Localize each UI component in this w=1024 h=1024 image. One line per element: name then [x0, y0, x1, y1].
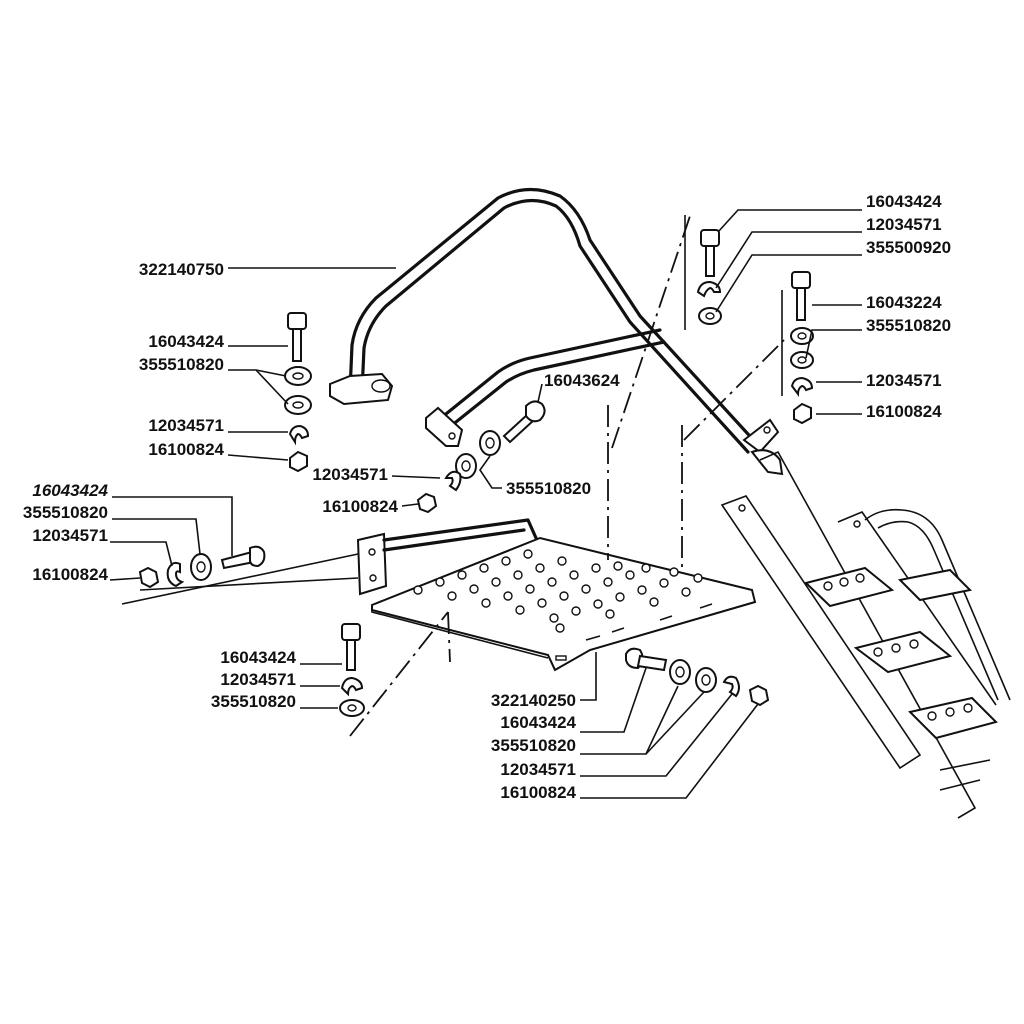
label-top-right-bolt: 16043424 — [866, 192, 942, 211]
label-left-washer: 355510820 — [139, 355, 224, 374]
label-center-bolt: 16043624 — [544, 371, 620, 390]
label-left-nut: 16100824 — [148, 440, 224, 459]
hardware — [138, 229, 814, 717]
label-handrail: 322140750 — [139, 260, 224, 279]
label-center-clip: 12034571 — [312, 465, 388, 484]
label-bottom-right-washer: 355510820 — [491, 736, 576, 755]
platform — [356, 518, 757, 672]
label-side-clip: 12034571 — [32, 526, 108, 545]
label-left-bolt: 16043424 — [148, 332, 224, 351]
label-side-nut: 16100824 — [32, 565, 108, 584]
label-center-washer: 355510820 — [506, 479, 591, 498]
label-left-clip: 12034571 — [148, 416, 224, 435]
label-bottom-right-nut: 16100824 — [500, 783, 576, 802]
label-bottom-washer: 355510820 — [211, 692, 296, 711]
part-labels: 322140750 16043424 12034571 355500920 16… — [23, 192, 951, 802]
ladder — [720, 450, 1011, 819]
label-bottom-right-clip: 12034571 — [500, 760, 576, 779]
label-bottom-right-bolt: 16043424 — [500, 713, 576, 732]
label-side-bolt: 16043424 — [32, 481, 108, 500]
label-platform: 322140250 — [491, 691, 576, 710]
label-right-washer: 355510820 — [866, 316, 951, 335]
label-bottom-clip: 12034571 — [220, 670, 296, 689]
label-top-right-washer: 355500920 — [866, 238, 951, 257]
leader-lines — [109, 209, 862, 799]
label-top-right-clip: 12034571 — [866, 215, 942, 234]
assembly-lines — [121, 215, 785, 737]
label-side-washer: 355510820 — [23, 503, 108, 522]
label-right-nut: 16100824 — [866, 402, 942, 421]
label-center-nut: 16100824 — [322, 497, 398, 516]
label-right-clip: 12034571 — [866, 371, 942, 390]
label-right-bolt: 16043224 — [866, 293, 942, 312]
handrail — [329, 187, 784, 476]
label-bottom-bolt: 16043424 — [220, 648, 296, 667]
